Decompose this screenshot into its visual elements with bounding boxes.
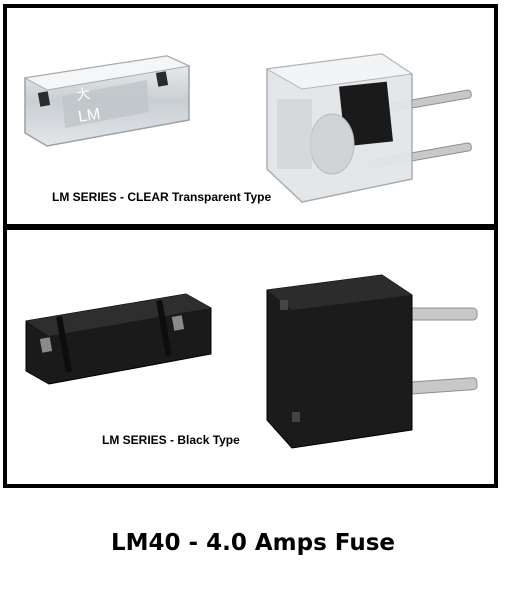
panel-black-type: LM SERIES - Black Type <box>3 226 498 488</box>
black-fuse-pins-photo <box>266 274 478 449</box>
fuse-logo-text: 大 <box>75 86 91 104</box>
fuse-marking-text: LM <box>77 106 102 126</box>
caption-clear-type: LM SERIES - CLEAR Transparent Type <box>52 190 272 204</box>
clear-fuse-pins-photo <box>265 53 472 203</box>
page-title: LM40 - 4.0 Amps Fuse <box>110 530 396 556</box>
caption-black-type: LM SERIES - Black Type <box>102 433 240 447</box>
panel-clear-type: 大 LM LM SERIES - CLEAR Transparent Type <box>3 4 498 228</box>
black-fuse-flat-photo <box>25 293 212 385</box>
clear-fuse-flat-photo: 大 LM <box>23 55 191 147</box>
